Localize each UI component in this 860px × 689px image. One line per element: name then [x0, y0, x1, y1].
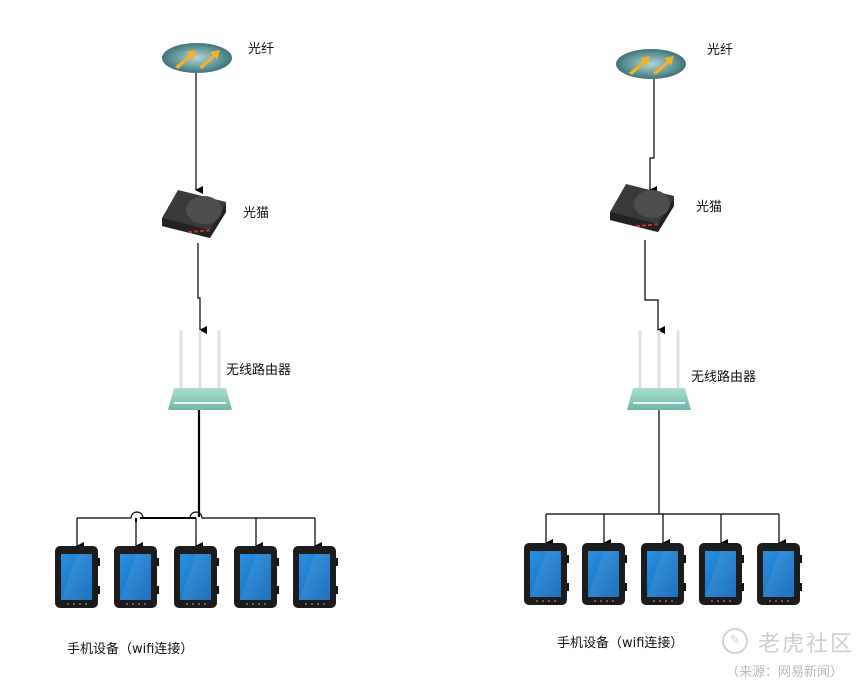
- phone-icon-left-2: [114, 546, 159, 608]
- phone-icon-left-4: [234, 546, 279, 608]
- modem-icon-left: [162, 190, 226, 238]
- phone-icon-right-5: [757, 543, 802, 605]
- watermark-logo-icon: ✎: [722, 628, 748, 654]
- phone-icon-right-2: [582, 543, 627, 605]
- modem-label-right: 光猫: [696, 200, 723, 215]
- modem-icon-right: [610, 184, 674, 232]
- router-icon-left: [168, 330, 232, 410]
- fiber-icon-right: [616, 49, 686, 79]
- devices-label-right: 手机设备（wifi连接）: [557, 636, 684, 651]
- phone-icon-left-1: [55, 546, 100, 608]
- watermark-brand: 老虎社区: [758, 632, 855, 657]
- watermark-source: （来源：网易新闻）: [726, 665, 844, 680]
- phone-icon-right-3: [641, 543, 686, 605]
- router-label-right: 无线路由器: [691, 370, 757, 385]
- connector-modem-router-left: [197, 243, 207, 334]
- bus-line-left-inner: [135, 517, 196, 522]
- phone-icon-left-5: [293, 546, 338, 608]
- devices-label-left: 手机设备（wifi连接）: [67, 642, 194, 657]
- modem-label-left: 光猫: [243, 206, 270, 221]
- connector-fiber-modem-right: [649, 79, 657, 194]
- fiber-label-left: 光纤: [248, 42, 275, 57]
- phone-icon-left-3: [174, 546, 219, 608]
- router-icon-right: [627, 330, 691, 410]
- fiber-label-right: 光纤: [707, 43, 734, 58]
- router-label-left: 无线路由器: [226, 363, 292, 378]
- phone-icon-right-4: [699, 543, 744, 605]
- phone-icon-right-1: [524, 543, 569, 605]
- fiber-icon-left: [162, 43, 232, 73]
- connector-modem-router-right: [644, 240, 665, 334]
